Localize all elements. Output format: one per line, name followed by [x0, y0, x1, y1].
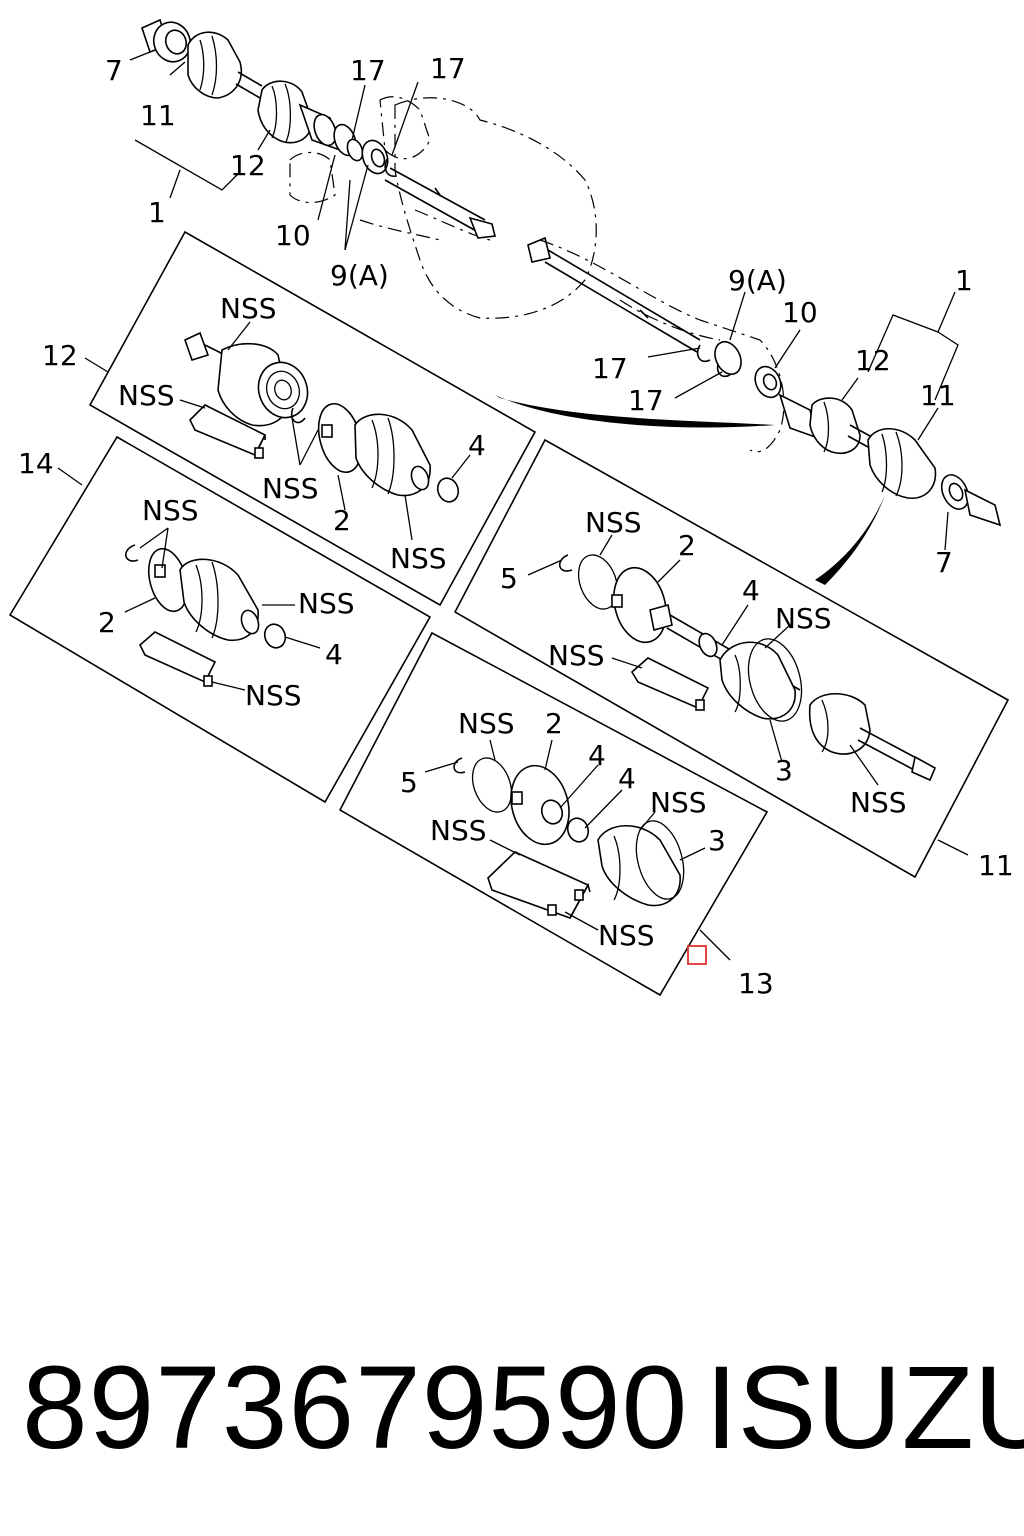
footer: 8973679590 ISUZU — [0, 1340, 1024, 1480]
callout-11-top: 11 — [140, 99, 176, 132]
box14-callout-2: 2 — [98, 606, 116, 639]
box14-label: 14 — [18, 447, 54, 480]
callout-9a-right: 9(A) — [728, 264, 787, 297]
kit-box-11 — [453, 438, 1010, 879]
callout-17-c: 17 — [592, 352, 628, 385]
box12-nss-mid: NSS — [262, 472, 319, 505]
callout-12-top: 12 — [230, 149, 266, 182]
callout-17-a: 17 — [350, 54, 386, 87]
box14-nss-bottom: NSS — [245, 679, 302, 712]
box12-nss-left: NSS — [118, 379, 175, 412]
box11-nss-d: NSS — [850, 786, 907, 819]
box13-callout-5: 5 — [400, 766, 418, 799]
box13-nss-c: NSS — [430, 814, 487, 847]
kit-box-13 — [338, 631, 769, 997]
brand-name: ISUZU — [705, 1342, 1024, 1474]
kit-box-14 — [8, 435, 432, 804]
top-leader-lines — [129, 49, 959, 585]
box13-nss-a: NSS — [458, 707, 515, 740]
callout-11-right: 11 — [920, 379, 956, 412]
callout-7-right: 7 — [935, 546, 953, 579]
callout-17-d: 17 — [628, 384, 664, 417]
box11-nss-c: NSS — [548, 639, 605, 672]
box11-callout-4: 4 — [742, 574, 760, 607]
callout-10-top: 10 — [275, 219, 311, 252]
callout-17-b: 17 — [430, 52, 466, 85]
box14-nss-right: NSS — [298, 587, 355, 620]
box13-callout-4a: 4 — [588, 739, 606, 772]
part-number: 8973679590 — [22, 1342, 689, 1474]
box12-callout-4: 4 — [468, 429, 486, 462]
box12-nss-bottom: NSS — [390, 542, 447, 575]
box11-nss-b: NSS — [775, 602, 832, 635]
box11-callout-2: 2 — [678, 529, 696, 562]
callout-10-right: 10 — [782, 296, 818, 329]
box11-callout-5: 5 — [500, 562, 518, 595]
box11-callout-3: 3 — [775, 754, 793, 787]
callout-9a-top: 9(A) — [330, 259, 389, 292]
left-shaft-assembly — [141, 18, 496, 239]
box13-callout-3: 3 — [708, 824, 726, 857]
box12-nss-top: NSS — [220, 292, 277, 325]
callout-7-top: 7 — [105, 54, 123, 87]
callout-1-top: 1 — [148, 196, 166, 229]
box11-nss-a: NSS — [585, 506, 642, 539]
differential-housing — [289, 96, 785, 453]
callout-12-right: 12 — [855, 344, 891, 377]
callout-1-right: 1 — [955, 264, 973, 297]
box13-callout-2: 2 — [545, 707, 563, 740]
box13-label: 13 — [738, 967, 774, 1000]
box12-label: 12 — [42, 339, 78, 372]
drive-shaft-exploded-diagram: 7 11 12 1 17 17 10 9(A) 9(A) 1 10 12 11 … — [8, 18, 1014, 1000]
kit-box-12 — [84, 230, 537, 607]
box13-nss-b: NSS — [650, 786, 707, 819]
right-shaft-assembly — [527, 236, 1002, 527]
marker-square — [687, 945, 707, 965]
box13-nss-d: NSS — [598, 919, 655, 952]
callout-labels: 7 11 12 1 17 17 10 9(A) 9(A) 1 10 12 11 … — [18, 52, 1014, 1000]
box12-callout-2: 2 — [333, 504, 351, 537]
box13-callout-4b: 4 — [618, 762, 636, 795]
box14-callout-4: 4 — [325, 638, 343, 671]
box14-nss-top: NSS — [142, 494, 199, 527]
box11-label: 11 — [978, 849, 1014, 882]
